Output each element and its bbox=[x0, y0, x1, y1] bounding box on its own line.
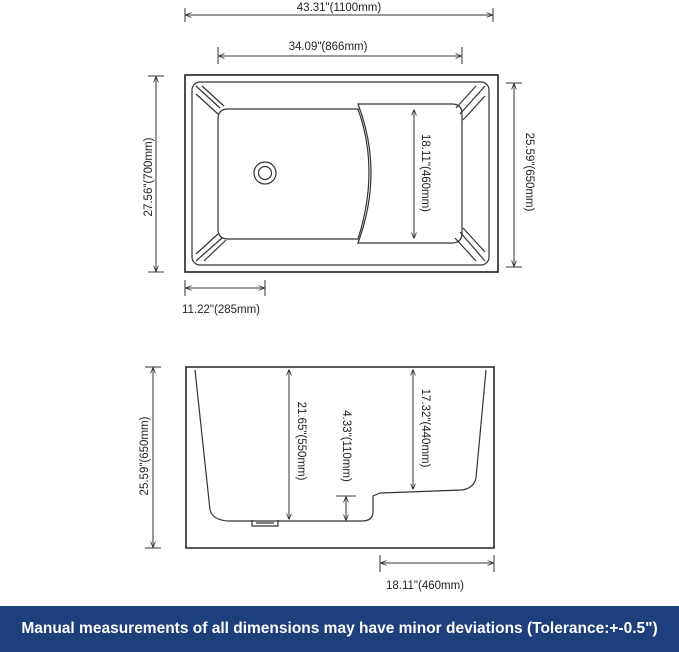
corner-bevel-bottom-right bbox=[459, 231, 486, 262]
side-view-outer bbox=[185, 366, 495, 549]
overall-width-label: 43.31"(1100mm) bbox=[297, 2, 382, 14]
seat-length-label: 18.11"(460mm) bbox=[386, 580, 464, 592]
corner-bevel-inner-tl bbox=[201, 85, 225, 107]
overall-height-label: 25.59"(650mm) bbox=[139, 416, 151, 495]
side-inner-depth-label: 21.65"(550mm) bbox=[295, 402, 307, 481]
inner-depth-label: 25.59"(650mm) bbox=[523, 133, 535, 212]
top-view-inner-rim bbox=[191, 81, 490, 266]
top-view-outer-rim bbox=[184, 74, 499, 273]
seat-outline bbox=[357, 103, 463, 244]
corner-bevel-inner-bl2 bbox=[203, 239, 227, 262]
bathtub-dimension-drawing: 43.31"(1100mm) 34.09"(866mm) 27.56"(700m… bbox=[139, 2, 535, 592]
drain-offset-label: 11.22"(285mm) bbox=[182, 304, 260, 316]
seat-depth-label: 17.32"(440mm) bbox=[419, 389, 431, 468]
side-view-inner-profile bbox=[194, 369, 487, 522]
top-view: 43.31"(1100mm) 34.09"(866mm) 27.56"(700m… bbox=[143, 2, 535, 316]
drain-icon bbox=[253, 161, 277, 185]
seat-width-label: 18.11"(460mm) bbox=[419, 134, 431, 212]
side-view: 25.59"(650mm) 21.65"(550mm) 4.33"(110mm)… bbox=[139, 366, 495, 592]
corner-bevel-inner-br bbox=[462, 227, 486, 253]
corner-bevel-top-left bbox=[195, 85, 221, 109]
corner-bevel-top-right bbox=[459, 85, 486, 115]
corner-bevel-inner-tr2 bbox=[462, 95, 486, 121]
side-drain-icon bbox=[251, 520, 279, 527]
corner-bevel-bottom-left bbox=[195, 237, 223, 262]
tolerance-note: Manual measurements of all dimensions ma… bbox=[21, 620, 658, 637]
basin-outline bbox=[217, 108, 370, 240]
corner-bevel-inner-tr bbox=[455, 85, 477, 109]
overall-depth-label: 27.56"(700mm) bbox=[143, 137, 155, 216]
corner-bevel-inner-bl bbox=[195, 233, 219, 255]
inner-width-label: 34.09"(866mm) bbox=[289, 41, 368, 53]
tolerance-banner: Manual measurements of all dimensions ma… bbox=[0, 606, 679, 652]
drain-inner-icon bbox=[257, 165, 273, 181]
step-height-label: 4.33"(110mm) bbox=[340, 410, 352, 482]
corner-bevel-inner-tl2 bbox=[195, 93, 219, 115]
